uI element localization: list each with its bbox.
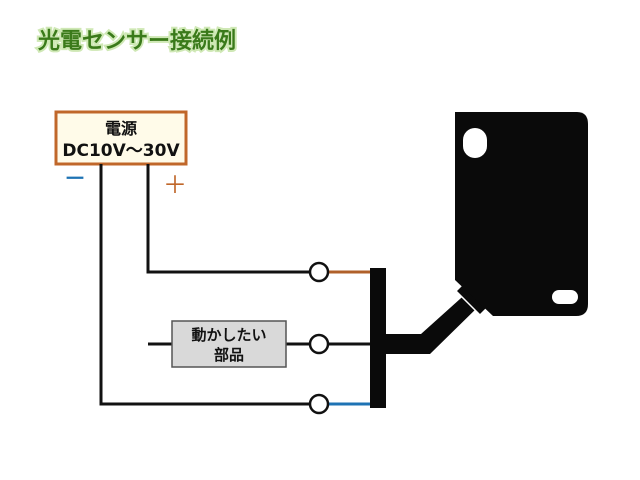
plus-wire <box>146 164 310 274</box>
terminal-circle-icon <box>308 261 330 283</box>
sensor-lens-slot <box>463 128 487 158</box>
page-title: 光電センサー接続例 <box>37 28 236 54</box>
power-supply-box: 電源 DC10V～30V <box>54 110 188 166</box>
wiring <box>99 164 310 406</box>
photoelectric-sensor-icon <box>455 112 588 316</box>
power-supply-voltage: DC10V～30V <box>62 141 180 161</box>
minus-wire <box>99 164 310 406</box>
sensor-mount-slot <box>552 290 578 304</box>
plus-sign: ＋ <box>163 171 187 199</box>
component-label-line2: 部品 <box>214 346 244 364</box>
minus-sign: － <box>64 167 86 192</box>
terminal-circle-icon <box>308 393 330 415</box>
sensor-cable-body <box>384 290 482 354</box>
cable-bundle <box>370 268 386 408</box>
terminal-circle-icon <box>308 333 330 355</box>
component-label-line1: 動かしたい <box>191 326 266 344</box>
component-box: 動かしたい 部品 <box>171 320 287 368</box>
power-supply-label: 電源 <box>105 119 137 138</box>
sensor-body <box>455 112 588 316</box>
power-supply-frame <box>54 110 188 166</box>
component-frame <box>171 320 287 368</box>
